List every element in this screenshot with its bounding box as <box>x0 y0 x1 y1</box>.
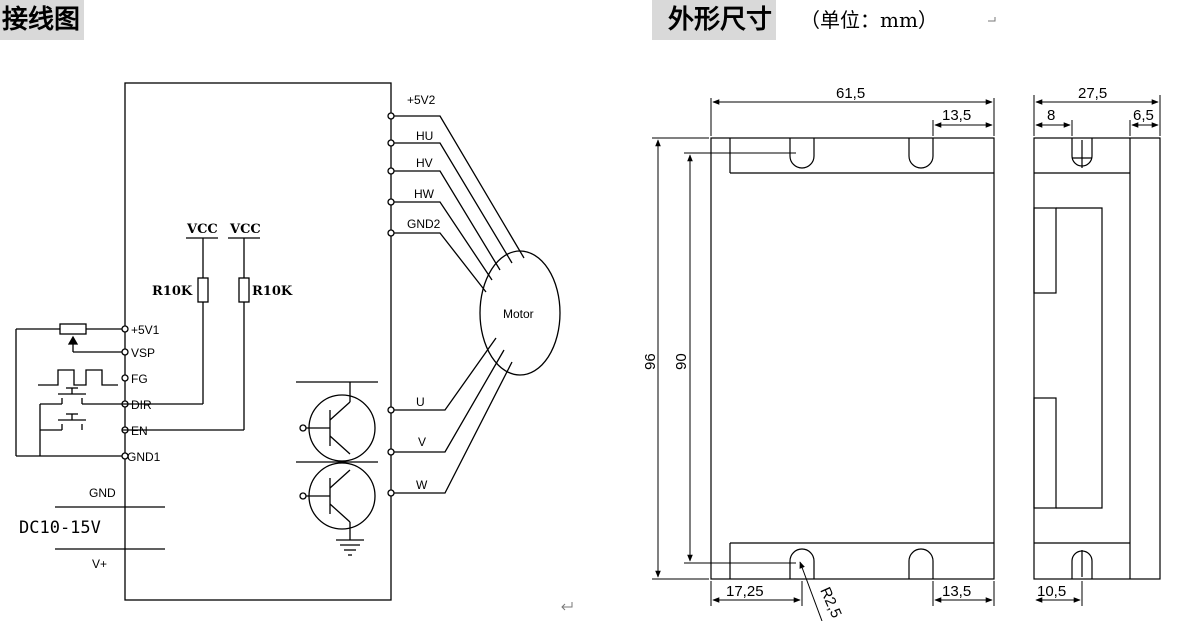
pin-label-gnd1: GND1 <box>127 450 161 464</box>
unit-note: （单位：mm） <box>800 8 938 32</box>
pin-label-w: W <box>416 478 428 492</box>
pullup-dir <box>122 237 218 405</box>
driver-box <box>124 82 392 601</box>
pin-label-v: V <box>418 435 426 449</box>
wiring-labels: +5V2 HU HV HW GND2 U V W +5V1 VSP FG DIR… <box>19 93 534 571</box>
pin-label-dir: DIR <box>131 398 152 412</box>
pin-label-5v2: +5V2 <box>407 93 436 107</box>
motor-label: Motor <box>503 307 534 321</box>
dim-front-bottom-left: 17,25 <box>726 583 764 600</box>
wiring-diagram <box>15 82 561 601</box>
side-dimension-lines <box>1033 95 1161 606</box>
dim-side-left: 8 <box>1047 107 1055 124</box>
front-view <box>710 137 995 580</box>
dim-front-top-right: 13,5 <box>942 107 971 124</box>
pin-label-gnd2: GND2 <box>407 217 441 231</box>
transistor-lower <box>299 462 376 540</box>
vcc-label-2: VCC <box>229 222 261 237</box>
supply-voltage-label: DC10-15V <box>19 518 101 538</box>
pin-label-en: EN <box>131 424 148 438</box>
return-marks <box>561 17 996 611</box>
pin-label-vsp: VSP <box>131 346 155 360</box>
dir-button <box>40 387 122 405</box>
slot-top-right <box>908 138 934 169</box>
pin-label-hv: HV <box>416 156 433 170</box>
pin-label-hw: HW <box>414 187 435 201</box>
dim-front-radius: R2,5 <box>816 585 844 621</box>
supply-gnd-label: GND <box>89 486 116 500</box>
slot-bottom-left <box>789 548 815 579</box>
resistor-label-1: R10K <box>152 284 193 299</box>
slot-top-left <box>789 138 815 169</box>
phase-wires <box>394 337 513 494</box>
en-button <box>40 413 86 431</box>
dimensions-title: 外形尺寸 <box>652 0 777 40</box>
supply-vplus-label: V+ <box>92 557 107 571</box>
wiring-diagram-title: 接线图 <box>0 0 85 40</box>
fg-pulse <box>38 369 118 386</box>
motor-symbol <box>479 250 561 376</box>
potentiometer <box>15 323 122 456</box>
pullup-en <box>122 237 260 431</box>
side-dimension-labels: 27,5 8 6,5 10,5 <box>1037 85 1154 600</box>
dim-front-height-inner: 90 <box>673 353 690 370</box>
pin-label-fg: FG <box>131 372 148 386</box>
slot-bottom-right <box>908 548 934 579</box>
dim-side-right: 6,5 <box>1133 107 1154 124</box>
dim-side-width: 27,5 <box>1078 85 1107 102</box>
resistor-label-2: R10K <box>252 284 293 299</box>
dim-front-height-outer: 96 <box>642 353 659 370</box>
dim-front-width: 61,5 <box>836 85 865 102</box>
ground-symbol <box>336 539 364 556</box>
pin-label-u: U <box>416 395 425 409</box>
side-view <box>1033 137 1161 580</box>
front-dimension-lines <box>652 98 995 621</box>
hall-wires <box>394 115 525 293</box>
dim-front-bottom-right: 13,5 <box>942 583 971 600</box>
dim-side-bottom: 10,5 <box>1037 583 1066 600</box>
pin-label-5v1: +5V1 <box>131 323 160 337</box>
transistor-upper <box>299 382 376 462</box>
vcc-label-1: VCC <box>186 222 218 237</box>
front-dimension-labels: 61,5 13,5 96 90 17,25 R2,5 13,5 <box>642 85 971 621</box>
pin-label-hu: HU <box>416 129 433 143</box>
